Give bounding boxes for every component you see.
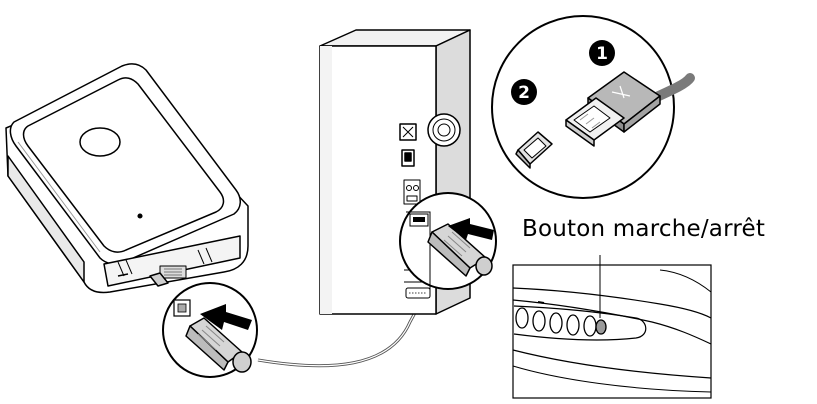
scanner-usb-magnifier [162, 282, 258, 378]
callout-badge-2: 2 [511, 79, 537, 105]
svg-text:1: 1 [596, 44, 608, 64]
usb-b-plug-icon [185, 317, 252, 373]
usb-a-plug-icon [427, 223, 493, 277]
usb-a-plug-icon [565, 71, 661, 147]
usb-plug-detail-magnifier: 1 2 [491, 15, 695, 199]
tower-usb-magnifier [399, 192, 497, 296]
usb-port-icon [515, 131, 553, 169]
power-button-label: Bouton marche/arrêt [522, 216, 766, 242]
insert-arrow-icon [448, 218, 494, 240]
power-button-detail [512, 255, 712, 399]
scanner-icon [5, 63, 249, 294]
power-button-icon [595, 319, 607, 335]
svg-text:2: 2 [518, 83, 530, 103]
insert-arrow-icon [200, 304, 252, 330]
callout-badge-1: 1 [589, 40, 615, 66]
scanner-button-icon [79, 127, 121, 157]
